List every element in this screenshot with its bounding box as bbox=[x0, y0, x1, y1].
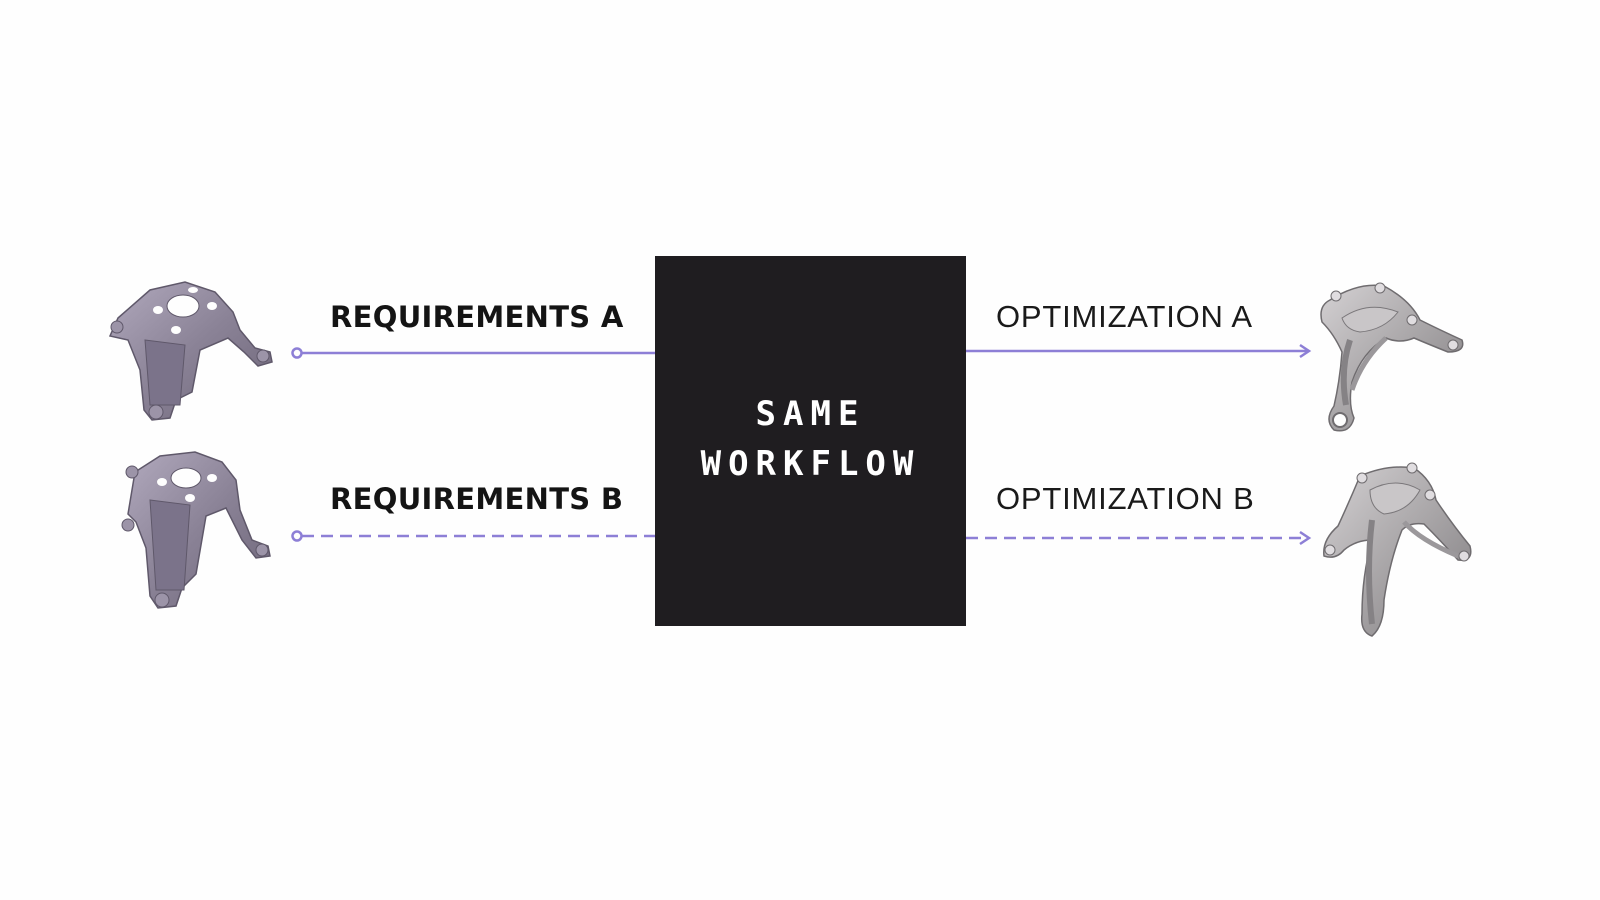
connector-input-a bbox=[291, 347, 655, 359]
optimized-part-b-icon bbox=[1323, 462, 1472, 637]
bracket-part-b-icon bbox=[121, 451, 271, 609]
arrow-output-b bbox=[966, 530, 1312, 546]
bracket-part-a-icon bbox=[108, 281, 273, 421]
arrow-output-a bbox=[966, 343, 1312, 359]
requirements-b-label: REQUIREMENTS B bbox=[330, 482, 624, 516]
workflow-title-line1: SAME bbox=[755, 394, 866, 434]
optimization-a-label: OPTIMIZATION A bbox=[996, 299, 1253, 334]
connector-input-b bbox=[291, 530, 655, 542]
workflow-box: SAME WORKFLOW bbox=[655, 256, 966, 626]
workflow-title-line2: WORKFLOW bbox=[700, 444, 921, 484]
optimization-b-label: OPTIMIZATION B bbox=[996, 481, 1255, 516]
optimized-part-a-icon bbox=[1320, 282, 1464, 432]
requirements-a-label: REQUIREMENTS A bbox=[330, 300, 624, 334]
